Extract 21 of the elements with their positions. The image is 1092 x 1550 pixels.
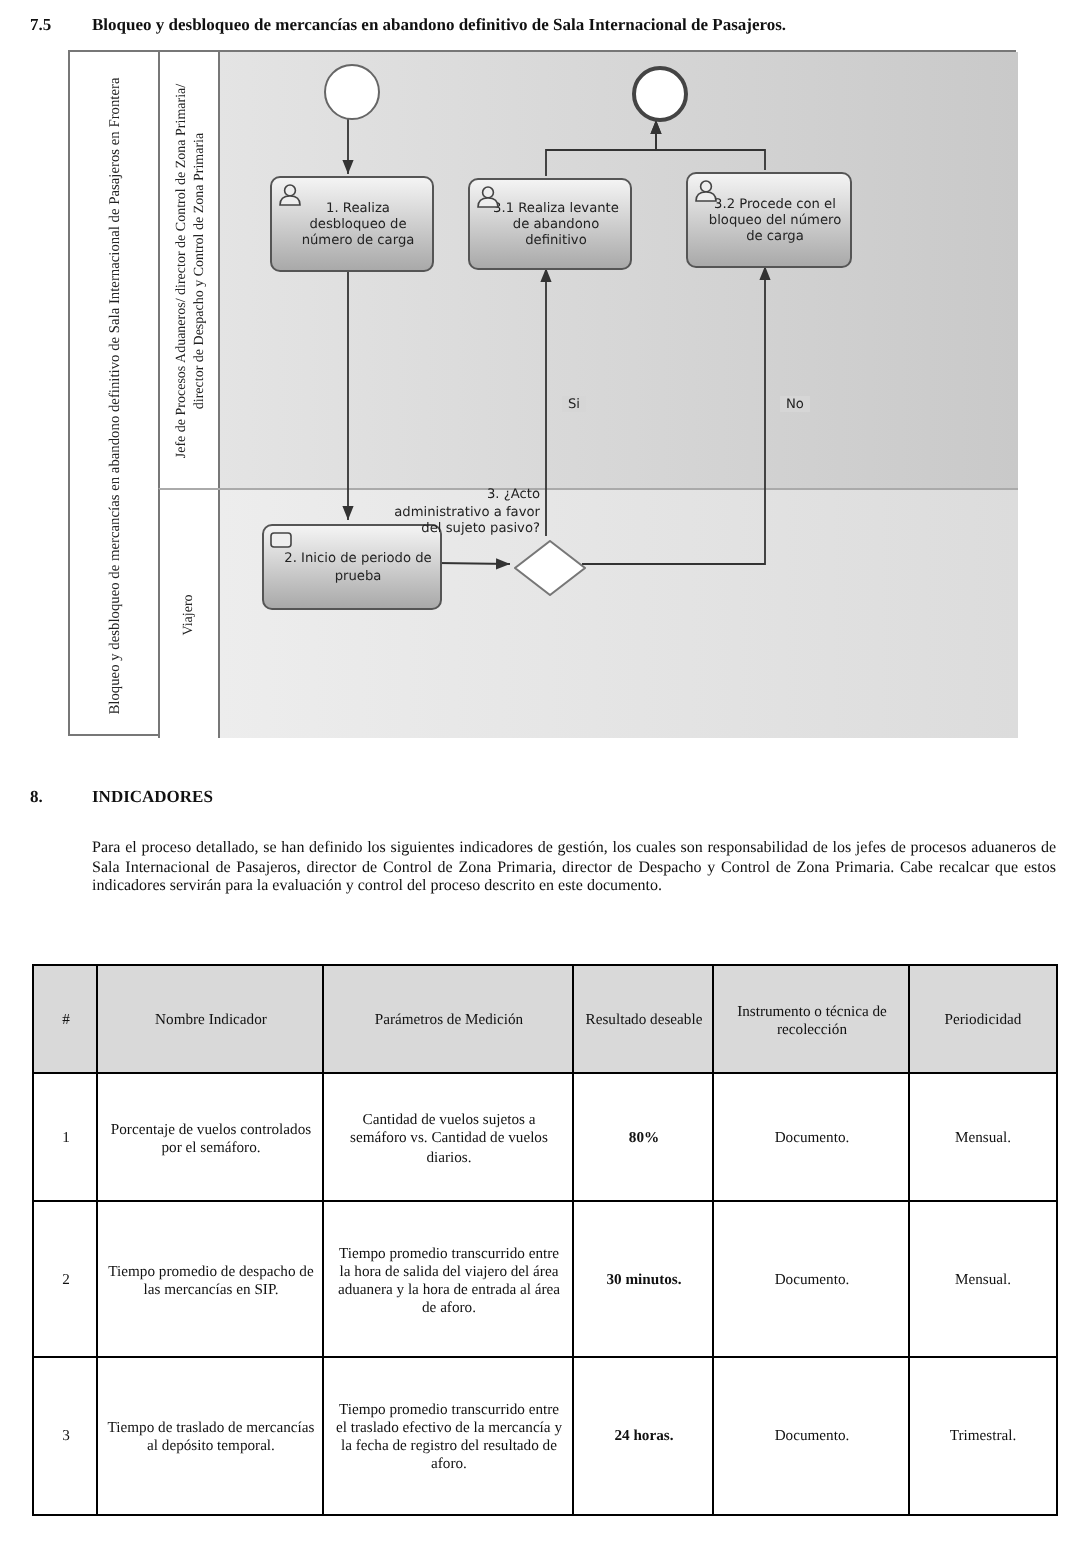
section-number: 8. [30,786,43,807]
arrow [650,119,766,171]
arrow [342,269,354,521]
section-title: Bloqueo y desbloqueo de mercancías en abandono definitivo de Sala Internacional de Pasajeros. [92,14,787,35]
arrow [342,117,354,175]
swimlane [158,52,1018,488]
arrow [540,267,552,537]
end-event-circle [632,66,688,122]
arrow [437,558,511,570]
task-box [468,178,632,270]
start-event-circle [324,64,380,120]
task-box [270,176,434,272]
section-number: 7.5 [30,14,52,35]
swimlane [158,488,1018,738]
task-box [686,172,852,268]
pool [68,50,1016,736]
paragraph: Para el proceso detallado, se han definido los siguientes indicadores de gestión, los cuales son responsabilidad de los jefes de procesos aduaneros de Sala Internacional de Pasajeros, director de Control de Zona Primaria, director de Despacho y Control de Zona Primaria. Cabe recalcar que estos indicadores servirán para la evaluación y control del proceso descrito en este documento. [92,838,1056,896]
arrow [581,265,771,565]
decision-diamond [514,540,586,596]
section-heading: INDICADORES [92,786,213,807]
task-box [262,524,442,610]
